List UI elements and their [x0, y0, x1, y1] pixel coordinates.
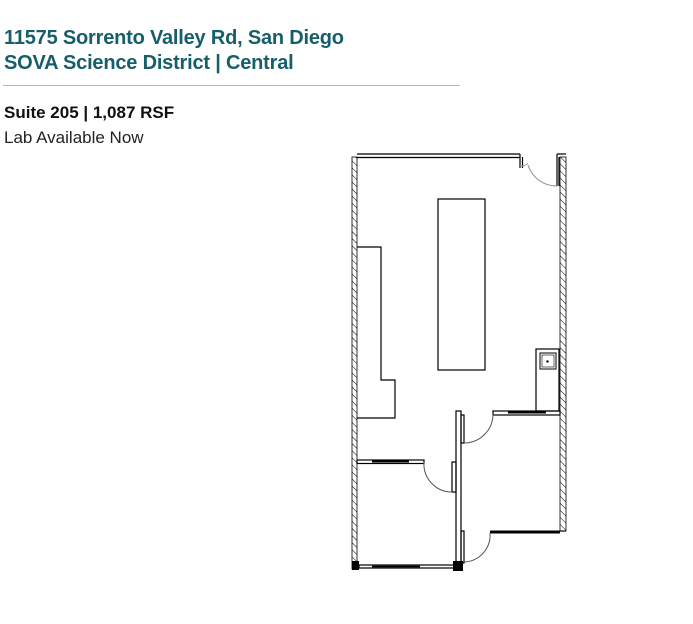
interior-door-swings	[423, 413, 494, 563]
property-district: SOVA Science District | Central	[4, 52, 294, 74]
availability-status: Lab Available Now	[4, 128, 144, 147]
property-header: 11575 Sorrento Valley Rd, San Diego SOVA…	[4, 26, 344, 76]
columns	[352, 561, 463, 571]
perimeter-bench	[357, 246, 396, 419]
entry-door	[519, 162, 558, 187]
suite-info: Suite 205 | 1,087 RSF	[4, 103, 175, 122]
header-divider	[3, 85, 460, 86]
property-address: 11575 Sorrento Valley Rd, San Diego	[4, 27, 344, 49]
interior-walls	[356, 410, 566, 569]
exterior-walls	[351, 153, 567, 570]
sink	[535, 348, 560, 412]
lab-bench-island	[437, 198, 486, 371]
